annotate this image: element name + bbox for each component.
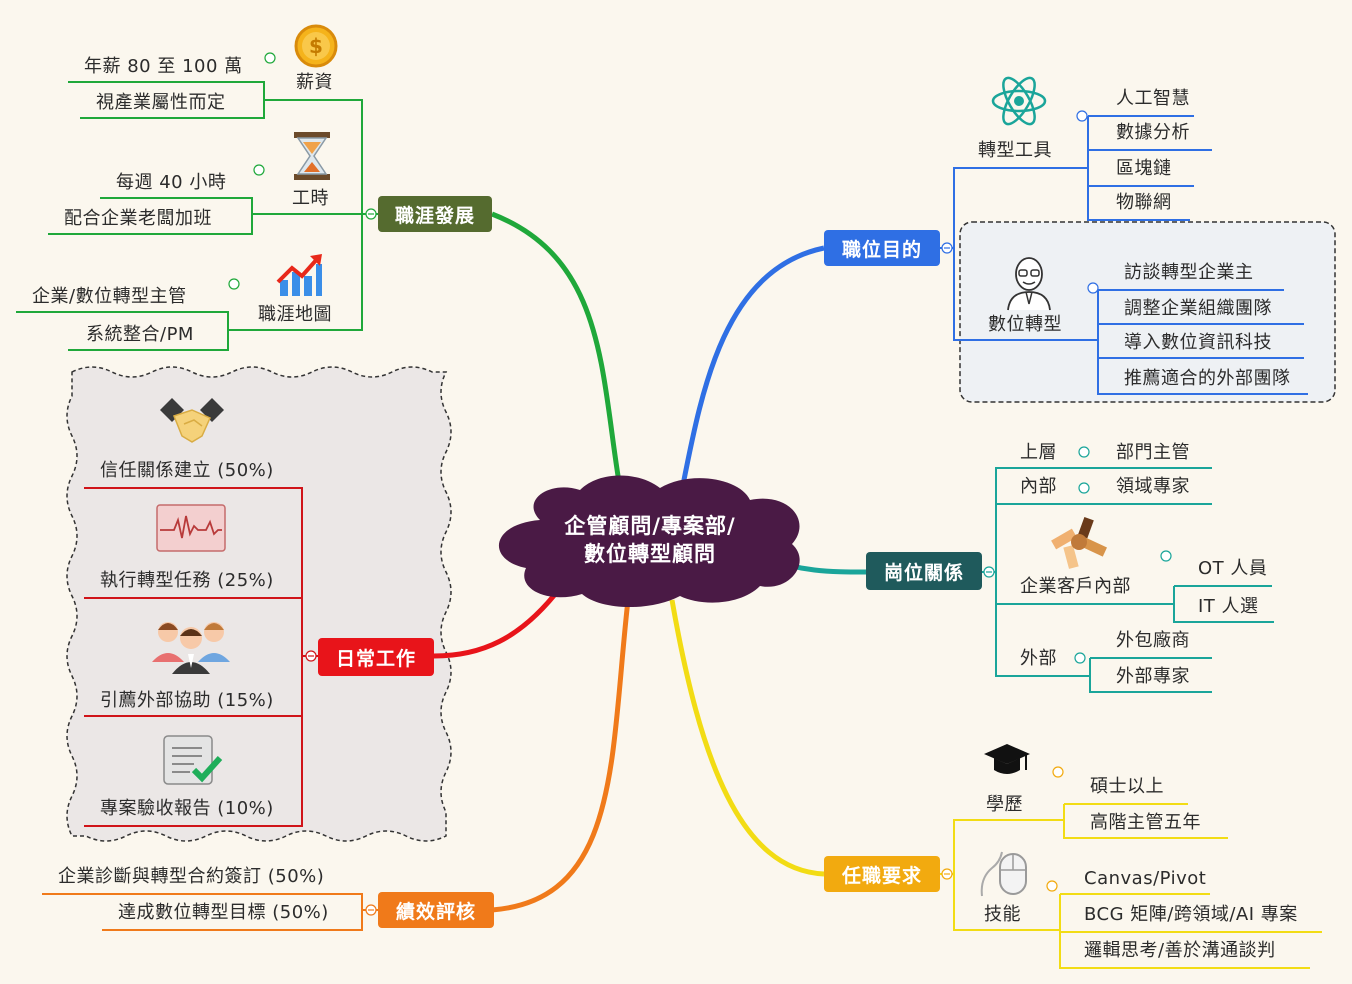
education-item-2[interactable]: 高階主管五年 xyxy=(1090,812,1201,833)
client-label[interactable]: 企業客戶內部 xyxy=(1020,576,1131,597)
client-item-2[interactable]: IT 人選 xyxy=(1198,596,1259,617)
hours-item-1[interactable]: 每週 40 小時 xyxy=(116,172,227,193)
branch-kpi[interactable]: 績效評核 xyxy=(378,892,494,928)
kpi-item-1[interactable]: 企業診斷與轉型合約簽訂 (50%) xyxy=(58,866,325,887)
skills-item-3[interactable]: 邏輯思考/善於溝通談判 xyxy=(1084,940,1276,961)
digital-item-2[interactable]: 調整企業組織團隊 xyxy=(1124,298,1272,319)
branch-requirements[interactable]: 任職要求 xyxy=(824,856,940,892)
education-item-1[interactable]: 碩士以上 xyxy=(1090,776,1164,797)
central-topic-line2: 數位轉型顧問 xyxy=(584,542,716,566)
growth-chart-icon xyxy=(276,250,324,302)
career-map-item-1[interactable]: 企業/數位轉型主管 xyxy=(32,286,187,307)
tools-label[interactable]: 轉型工具 xyxy=(978,140,1052,161)
svg-text:$: $ xyxy=(309,34,323,58)
tools-item-4[interactable]: 物聯網 xyxy=(1116,192,1172,213)
checklist-icon xyxy=(160,732,224,792)
heartbeat-icon xyxy=(156,504,226,556)
central-topic-line1: 企管顧問/專案部/ xyxy=(564,514,736,538)
branch-purpose[interactable]: 職位目的 xyxy=(824,230,940,266)
career-map-item-2[interactable]: 系統整合/PM xyxy=(86,324,194,345)
salary-item-1[interactable]: 年薪 80 至 100 萬 xyxy=(84,56,243,77)
digital-item-1[interactable]: 訪談轉型企業主 xyxy=(1124,262,1254,283)
client-item-1[interactable]: OT 人員 xyxy=(1198,558,1268,579)
upper-label[interactable]: 上層 xyxy=(1020,442,1057,463)
skills-label[interactable]: 技能 xyxy=(984,904,1021,925)
outer-item-1[interactable]: 外包廠商 xyxy=(1116,630,1190,651)
inner-value[interactable]: 領域專家 xyxy=(1116,476,1190,497)
career-map-label[interactable]: 職涯地圖 xyxy=(258,304,332,325)
outer-item-2[interactable]: 外部專家 xyxy=(1116,666,1190,687)
skills-item-1[interactable]: Canvas/Pivot xyxy=(1084,868,1207,889)
branch-relations[interactable]: 崗位關係 xyxy=(866,552,982,590)
coin-icon: $ xyxy=(294,24,338,72)
digital-item-3[interactable]: 導入數位資訊科技 xyxy=(1124,332,1272,353)
handshake-icon xyxy=(158,396,226,452)
branch-career[interactable]: 職涯發展 xyxy=(378,196,492,232)
inner-label[interactable]: 內部 xyxy=(1020,476,1057,497)
upper-value[interactable]: 部門主管 xyxy=(1116,442,1190,463)
hourglass-icon xyxy=(290,130,334,186)
kpi-item-2[interactable]: 達成數位轉型目標 (50%) xyxy=(118,902,329,923)
team-icon xyxy=(150,612,232,678)
skills-item-2[interactable]: BCG 矩陣/跨領域/AI 專案 xyxy=(1084,904,1298,925)
daily-item-4[interactable]: 專案驗收報告 (10%) xyxy=(100,798,274,819)
hands-circle-icon xyxy=(1046,512,1112,574)
graduation-cap-icon xyxy=(982,740,1032,784)
digital-item-4[interactable]: 推薦適合的外部團隊 xyxy=(1124,368,1291,389)
branch-daily[interactable]: 日常工作 xyxy=(318,638,434,676)
tools-item-3[interactable]: 區塊鏈 xyxy=(1116,158,1172,179)
daily-item-1[interactable]: 信任關係建立 (50%) xyxy=(100,460,274,481)
daily-item-2[interactable]: 執行轉型任務 (25%) xyxy=(100,570,274,591)
hours-item-2[interactable]: 配合企業老闆加班 xyxy=(64,208,212,229)
person-icon xyxy=(1004,250,1054,316)
daily-item-3[interactable]: 引薦外部協助 (15%) xyxy=(100,690,274,711)
salary-item-2[interactable]: 視產業屬性而定 xyxy=(96,92,226,113)
mouse-icon xyxy=(978,848,1030,902)
salary-label[interactable]: 薪資 xyxy=(296,72,333,93)
outer-label[interactable]: 外部 xyxy=(1020,648,1057,669)
tools-item-2[interactable]: 數據分析 xyxy=(1116,122,1190,143)
education-label[interactable]: 學歷 xyxy=(986,794,1023,815)
digital-label[interactable]: 數位轉型 xyxy=(988,314,1062,335)
hours-label[interactable]: 工時 xyxy=(292,188,329,209)
tools-item-1[interactable]: 人工智慧 xyxy=(1116,88,1190,109)
atom-icon xyxy=(990,70,1048,136)
